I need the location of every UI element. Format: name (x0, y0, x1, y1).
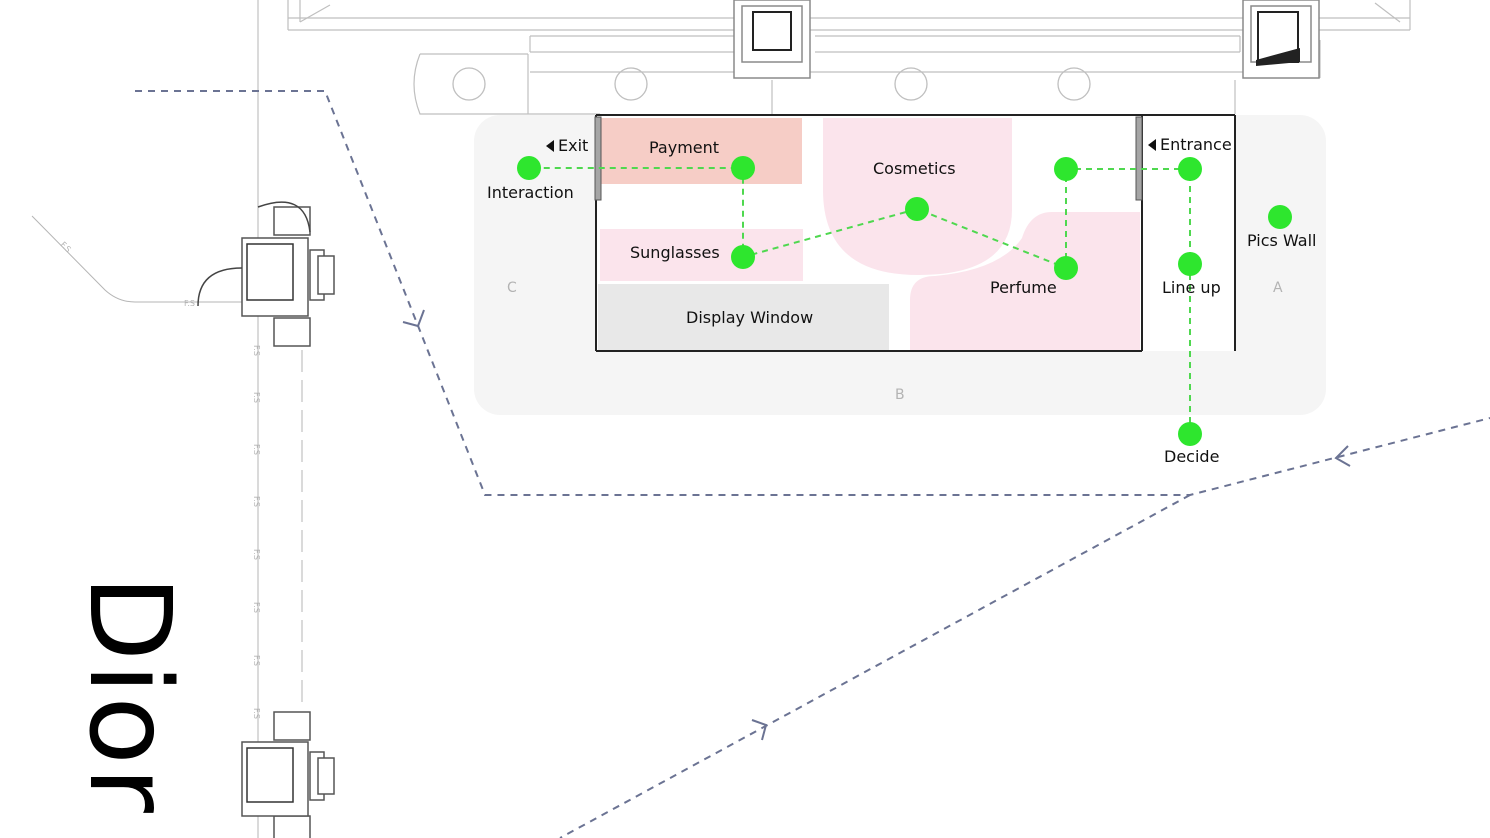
columns (452, 67, 1091, 101)
payment-label: Payment (649, 138, 720, 157)
perfume-area (910, 212, 1140, 350)
fs-mark: F.S (252, 444, 261, 455)
perfume-label: Perfume (990, 278, 1057, 297)
line-up-label: Line up (1162, 278, 1221, 297)
fs-mark: F.S (252, 496, 261, 507)
zone-b-label: B (895, 387, 905, 403)
sunglasses-area (600, 229, 803, 281)
zone-c-label: C (507, 280, 517, 296)
fs-marks: F.S F.S F.S F.S F.S F.S F.S F.S F.S F.S (59, 240, 261, 719)
pillar-right (1242, 0, 1320, 79)
exit-text: Exit (558, 136, 589, 155)
display-window-area (598, 284, 889, 350)
building-outline (287, 0, 1411, 115)
fs-mark: F.S (252, 655, 261, 666)
walkway-arrows (402, 309, 1351, 741)
display-window-label: Display Window (686, 308, 814, 327)
sunglasses-label: Sunglasses (630, 243, 720, 262)
fs-mark: F.S (252, 392, 261, 403)
fs-mark: F.S (252, 549, 261, 560)
cosmetics-area (823, 118, 1012, 275)
exit-door (594, 116, 602, 201)
decide-label: Decide (1164, 447, 1220, 466)
arrow-left-icon (1148, 139, 1156, 151)
fs-mark: F.S (252, 708, 261, 719)
corridor-lines (31, 0, 303, 838)
fs-mark: F.S (252, 345, 261, 356)
entrance-door (1135, 116, 1143, 201)
cosmetics-label: Cosmetics (873, 159, 956, 178)
walkway-arrow-icon (1334, 445, 1351, 467)
fs-mark: F.S (59, 240, 73, 254)
walkway-arrow-icon (402, 309, 425, 328)
arrow-left-icon (546, 140, 554, 152)
fs-mark: F.S (252, 602, 261, 613)
walkway-arrow-icon (751, 719, 768, 741)
pics-wall-label: Pics Wall (1247, 231, 1317, 250)
brand-logo: Dior (64, 575, 205, 815)
brand-name: Dior (64, 575, 194, 815)
entrance-foyer (1142, 115, 1235, 351)
entrance-label: Entrance (1148, 137, 1232, 153)
walkway-path (135, 90, 1490, 838)
exit-label: Exit (546, 138, 588, 154)
interaction-label: Interaction (487, 183, 574, 202)
entrance-text: Entrance (1160, 135, 1232, 154)
booth-upper (197, 201, 335, 347)
zone-a-label: A (1273, 280, 1283, 296)
booth-lower (241, 711, 335, 838)
pillar-left (733, 0, 811, 79)
payment-area (600, 118, 802, 184)
fs-mark: F.S (184, 299, 195, 308)
